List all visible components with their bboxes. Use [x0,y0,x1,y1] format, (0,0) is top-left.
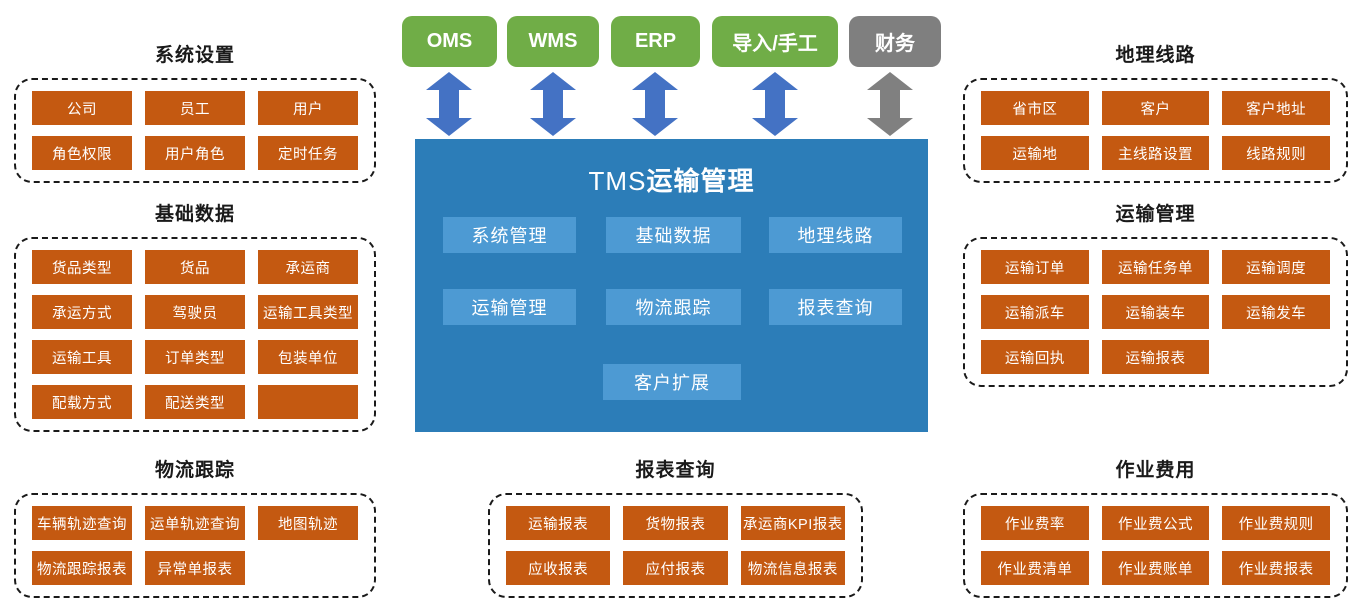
group-container: 省市区 客户 客户地址 运输地 主线路设置 线路规则 [963,78,1348,183]
item-fee-rate[interactable]: 作业费率 [981,506,1089,540]
external-system-import-manual[interactable]: 导入/手工 [712,16,838,67]
item-receivable-report[interactable]: 应收报表 [506,551,611,585]
item-tracking-report[interactable]: 物流跟踪报表 [32,551,132,585]
tms-title-main: 运输管理 [646,166,755,196]
core-module-customer-extension[interactable]: 客户扩展 [603,364,741,400]
tms-title-prefix: TMS [588,166,647,196]
item-order-type[interactable]: 订单类型 [145,340,245,374]
item-transport-task[interactable]: 运输任务单 [1101,250,1210,284]
item-company[interactable]: 公司 [32,91,132,125]
item-delivery-type[interactable]: 配送类型 [145,385,245,419]
item-route-rule[interactable]: 线路规则 [1222,136,1330,170]
item-vehicle[interactable]: 运输工具 [32,340,132,374]
double-arrow-icon [752,72,798,136]
item-province-city[interactable]: 省市区 [981,91,1089,125]
item-user[interactable]: 用户 [258,91,358,125]
item-employee[interactable]: 员工 [145,91,245,125]
group-report-query: 报表查询 运输报表 货物报表 承运商KPI报表 应收报表 应付报表 物流信息报表 [488,455,863,598]
tms-core-box: TMS运输管理 系统管理 基础数据 地理线路 运输管理 物流跟踪 报表查询 客户… [415,139,928,432]
item-scheduled-task[interactable]: 定时任务 [258,136,358,170]
core-module-system-mgmt[interactable]: 系统管理 [443,217,576,253]
double-arrow-icon-gray [867,72,913,136]
core-module-logistics-tracking[interactable]: 物流跟踪 [606,289,741,325]
double-arrow-icon [632,72,678,136]
item-map-track[interactable]: 地图轨迹 [258,506,358,540]
item-carry-mode[interactable]: 承运方式 [32,295,132,329]
item-fee-list[interactable]: 作业费清单 [981,551,1089,585]
group-title: 系统设置 [154,45,235,66]
item-transport-dispatch[interactable]: 运输调度 [1222,250,1330,284]
item-fee-report[interactable]: 作业费报表 [1222,551,1330,585]
item-vehicle-type[interactable]: 运输工具类型 [258,295,358,329]
item-waybill-track-query[interactable]: 运单轨迹查询 [145,506,245,540]
item-role-permission[interactable]: 角色权限 [32,136,132,170]
core-module-geo-routes[interactable]: 地理线路 [769,217,902,253]
item-goods[interactable]: 货品 [145,250,245,284]
item-vehicle-track-query[interactable]: 车辆轨迹查询 [32,506,132,540]
item-fee-rule[interactable]: 作业费规则 [1222,506,1330,540]
double-arrow-icon [426,72,472,136]
group-title: 物流跟踪 [154,460,235,481]
item-driver[interactable]: 驾驶员 [145,295,245,329]
double-arrow-icon [530,72,576,136]
tms-core-title: TMS运输管理 [415,161,928,198]
group-container: 运输订单 运输任务单 运输调度 运输派车 运输装车 运输发车 运输回执 运输报表 [963,237,1348,387]
item-payable-report[interactable]: 应付报表 [623,551,728,585]
group-base-data: 基础数据 货品类型 货品 承运商 承运方式 驾驶员 运输工具类型 运输工具 订单… [14,199,376,432]
item-goods-type[interactable]: 货品类型 [32,250,132,284]
group-container: 车辆轨迹查询 运单轨迹查询 地图轨迹 物流跟踪报表 异常单报表 [14,493,376,598]
item-transport-receipt[interactable]: 运输回执 [981,340,1089,374]
item-package-unit[interactable]: 包装单位 [258,340,358,374]
item-carrier-kpi-report[interactable]: 承运商KPI报表 [740,506,845,540]
item-carrier[interactable]: 承运商 [258,250,358,284]
item-customer[interactable]: 客户 [1101,91,1210,125]
item-fee-bill[interactable]: 作业费账单 [1101,551,1210,585]
item-fee-formula[interactable]: 作业费公式 [1101,506,1210,540]
item-empty[interactable] [258,385,358,419]
item-loading-mode[interactable]: 配载方式 [32,385,132,419]
item-main-route-setting[interactable]: 主线路设置 [1101,136,1210,170]
group-transport-mgmt: 运输管理 运输订单 运输任务单 运输调度 运输派车 运输装车 运输发车 运输回执… [963,199,1348,387]
group-title: 基础数据 [154,204,235,225]
group-container: 公司 员工 用户 角色权限 用户角色 定时任务 [14,78,376,183]
item-transport-report[interactable]: 运输报表 [1101,340,1210,374]
group-geo-routes: 地理线路 省市区 客户 客户地址 运输地 主线路设置 线路规则 [963,40,1348,183]
external-system-finance[interactable]: 财务 [849,16,941,67]
external-system-oms[interactable]: OMS [402,16,497,67]
external-system-wms[interactable]: WMS [507,16,599,67]
group-container: 货品类型 货品 承运商 承运方式 驾驶员 运输工具类型 运输工具 订单类型 包装… [14,237,376,432]
core-module-report-query[interactable]: 报表查询 [769,289,902,325]
group-title: 运输管理 [1115,204,1196,225]
external-system-erp[interactable]: ERP [611,16,700,67]
item-logistics-info-report[interactable]: 物流信息报表 [740,551,845,585]
group-logistics-tracking: 物流跟踪 车辆轨迹查询 运单轨迹查询 地图轨迹 物流跟踪报表 异常单报表 [14,455,376,598]
item-transport-depart[interactable]: 运输发车 [1222,295,1330,329]
group-container: 运输报表 货物报表 承运商KPI报表 应收报表 应付报表 物流信息报表 [488,493,863,598]
core-module-transport-mgmt[interactable]: 运输管理 [443,289,576,325]
item-transport-load[interactable]: 运输装车 [1101,295,1210,329]
item-transport-report[interactable]: 运输报表 [506,506,611,540]
item-transport-place[interactable]: 运输地 [981,136,1089,170]
group-title: 地理线路 [1115,45,1196,66]
item-transport-assign[interactable]: 运输派车 [981,295,1089,329]
item-customer-address[interactable]: 客户地址 [1222,91,1330,125]
core-module-base-data[interactable]: 基础数据 [606,217,741,253]
group-system-settings: 系统设置 公司 员工 用户 角色权限 用户角色 定时任务 [14,40,376,183]
group-title: 作业费用 [1115,460,1196,481]
group-title: 报表查询 [635,460,716,481]
item-exception-report[interactable]: 异常单报表 [145,551,245,585]
item-transport-order[interactable]: 运输订单 [981,250,1089,284]
item-goods-report[interactable]: 货物报表 [623,506,728,540]
group-operation-fees: 作业费用 作业费率 作业费公式 作业费规则 作业费清单 作业费账单 作业费报表 [963,455,1348,598]
group-container: 作业费率 作业费公式 作业费规则 作业费清单 作业费账单 作业费报表 [963,493,1348,598]
item-user-role[interactable]: 用户角色 [145,136,245,170]
